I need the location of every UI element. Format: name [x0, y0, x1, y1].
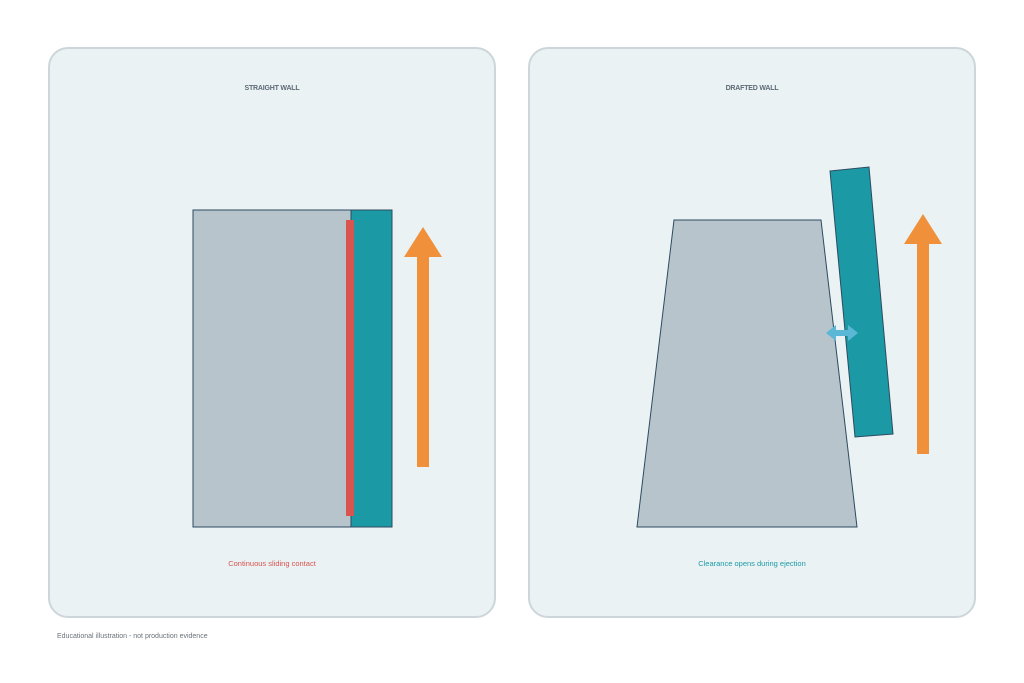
drafted-part-block [636, 219, 858, 528]
contact-caption: Continuous sliding contact [228, 559, 316, 568]
footnote: Educational illustration - not productio… [57, 633, 208, 640]
continuous-contact-highlight [346, 220, 354, 516]
straight-part-block [192, 209, 352, 528]
straight-mold-wall [350, 209, 393, 528]
drafted-wall-title: DRAFTED WALL [725, 85, 779, 92]
drafted-mold-wall [829, 166, 894, 438]
clearance-arrow [826, 325, 858, 341]
straight-wall-title: STRAIGHT WALL [244, 85, 300, 92]
clearance-caption: Clearance opens during ejection [698, 559, 806, 568]
ejection-arrow-right [904, 214, 942, 454]
ejection-arrow-left [404, 227, 442, 467]
